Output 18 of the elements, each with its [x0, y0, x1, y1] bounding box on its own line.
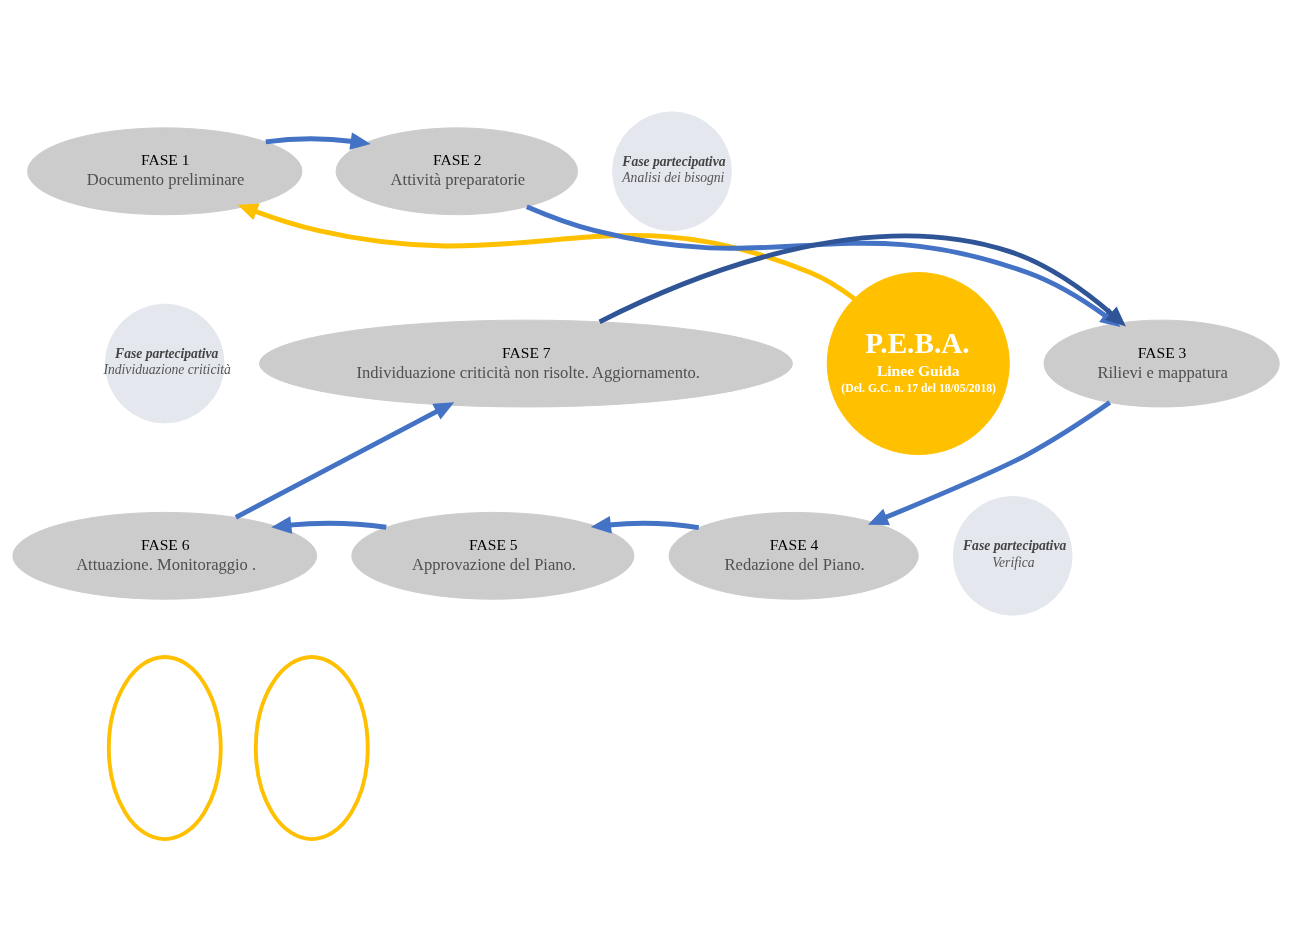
node-ellipse [106, 654, 223, 841]
node-ellipse: FASE 6 Attuazione. Monitoraggio . [12, 511, 318, 600]
arrow [590, 515, 700, 534]
node-ellipse: FASE 7 Individuazione criticità non risolte. Aggiornamento. [258, 319, 793, 407]
node-ellipse: FASE 5 Approvazione del Piano. [351, 511, 635, 600]
node-circle: P.E.B.A. Linee Guida (Del. G.C. n. 17 del 18/05/2018) [826, 271, 1010, 455]
node-ellipse: FASE 1 Documento preliminare [27, 126, 303, 215]
node-ellipse: FASE 4 Redazione del Piano. [668, 511, 919, 600]
arrow [271, 515, 387, 534]
node-circle: Fase partecipativa Analisi dei bisogni [612, 110, 732, 231]
arrow [234, 401, 455, 520]
node-ellipse: FASE 3 Rilievi e mappatura [1043, 319, 1280, 407]
arrow [265, 131, 371, 150]
arrow [237, 203, 856, 301]
arrow [867, 400, 1112, 525]
node-ellipse [253, 654, 370, 841]
node-circle: Fase partecipativa Verifica [952, 495, 1073, 616]
node-ellipse: FASE 2 Attività preparatorie [335, 126, 578, 215]
